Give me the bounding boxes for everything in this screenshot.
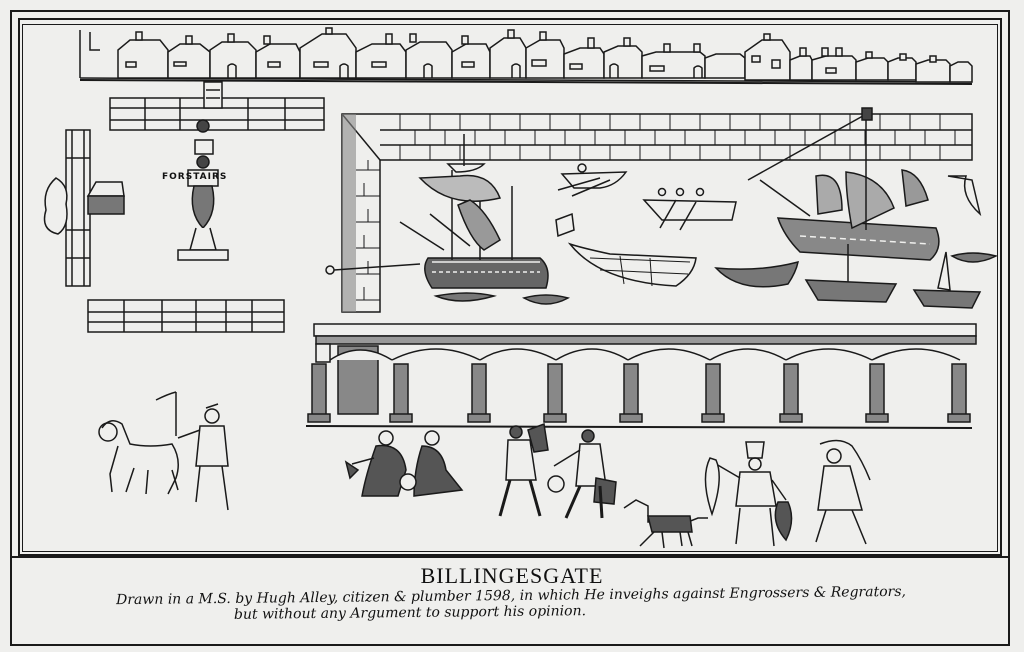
forstairs-label: FORSTAIRS (162, 172, 228, 182)
open-hull (567, 242, 697, 287)
fence-left (43, 129, 125, 287)
fence-bottom (87, 299, 285, 333)
galleon-left (399, 134, 575, 305)
small-boats-right (714, 244, 999, 309)
rowing-barge (642, 187, 737, 231)
men-carrying-goods (498, 422, 617, 519)
porter-with-basket (815, 439, 871, 545)
artwork-title: BILLINGESGATE (420, 563, 604, 588)
brick-wall (325, 113, 973, 313)
dog (623, 499, 708, 549)
arcade (305, 323, 977, 429)
man-with-fish (704, 441, 793, 547)
fence-top (109, 81, 325, 131)
outer-border (10, 10, 1010, 646)
caption-divider (10, 556, 1010, 558)
inner-border (18, 18, 1002, 556)
houses-row (79, 27, 973, 85)
forstairs-pillar (177, 119, 229, 261)
galleon-right (747, 107, 982, 261)
inner-border-fine (22, 24, 998, 552)
man-with-horse (98, 391, 229, 511)
seated-women (344, 430, 464, 497)
rowing-boat (557, 163, 628, 197)
